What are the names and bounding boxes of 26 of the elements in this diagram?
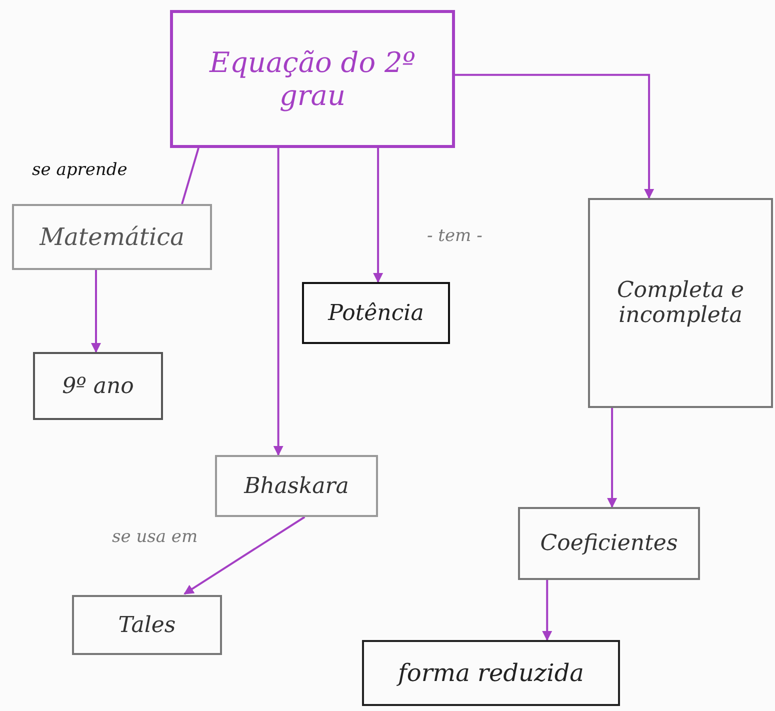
concept-box	[302, 282, 450, 344]
concept-box	[72, 595, 222, 655]
concept-text: Tales	[118, 612, 176, 638]
arrow	[373, 148, 384, 283]
concept-text: forma reduzida	[398, 659, 584, 687]
concept-text: Completa e incompleta	[616, 278, 746, 328]
concept-text: Matemática	[40, 223, 184, 251]
arrow	[91, 270, 101, 353]
arrow	[184, 516, 306, 595]
arrow	[607, 408, 618, 508]
concept-text: Equação do 2º grau	[208, 46, 416, 112]
arrow	[273, 148, 284, 456]
arrow	[455, 74, 654, 199]
concept-text: Coeficientes	[540, 531, 678, 556]
concept-box	[215, 455, 378, 517]
concept-text: Potência	[328, 300, 424, 326]
concept-text: 9º ano	[62, 374, 134, 398]
concept-box	[170, 10, 455, 148]
concept-box	[33, 352, 163, 420]
edge-label: se aprende	[30, 160, 130, 180]
concept-box	[588, 198, 773, 408]
concept-box	[518, 507, 700, 580]
concept-box	[362, 640, 620, 706]
concept-box	[12, 204, 212, 270]
arrow	[542, 580, 552, 641]
concept-text: Bhaskara	[244, 474, 349, 498]
